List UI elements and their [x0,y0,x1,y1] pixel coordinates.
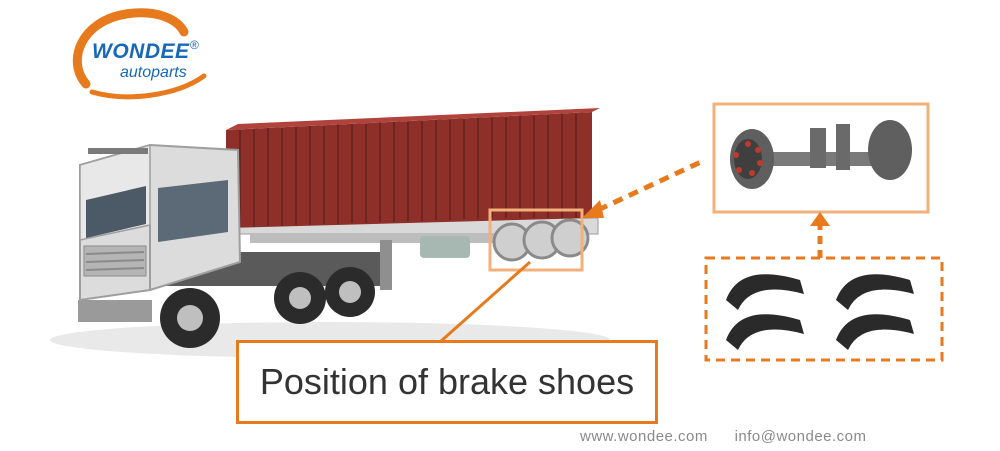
brake-shoe-icon [726,274,914,350]
trailer-wheels [492,218,590,262]
shoes-pointer-arrow [810,212,830,258]
brand-name: WONDEE [92,40,190,63]
caption-box: Position of brake shoes [236,340,658,424]
brake-position-highlight [488,208,584,272]
footer-contact: www.wondee.com info@wondee.com [580,428,867,445]
axle-pointer-arrow [582,157,707,218]
trailer-axle-icon [730,120,912,189]
caption-pointer-line [439,260,531,344]
shipping-container [226,108,600,228]
caption-text: Position of brake shoes [259,361,635,402]
website-link[interactable]: www.wondee.com [580,428,708,445]
registered-mark: ® [190,38,199,52]
brake-shoes-frame [704,256,944,362]
wondee-logo-icon [72,8,207,100]
brand-tagline: autoparts [120,64,187,81]
email-link[interactable]: info@wondee.com [734,428,867,445]
tractor-cab [78,143,242,322]
